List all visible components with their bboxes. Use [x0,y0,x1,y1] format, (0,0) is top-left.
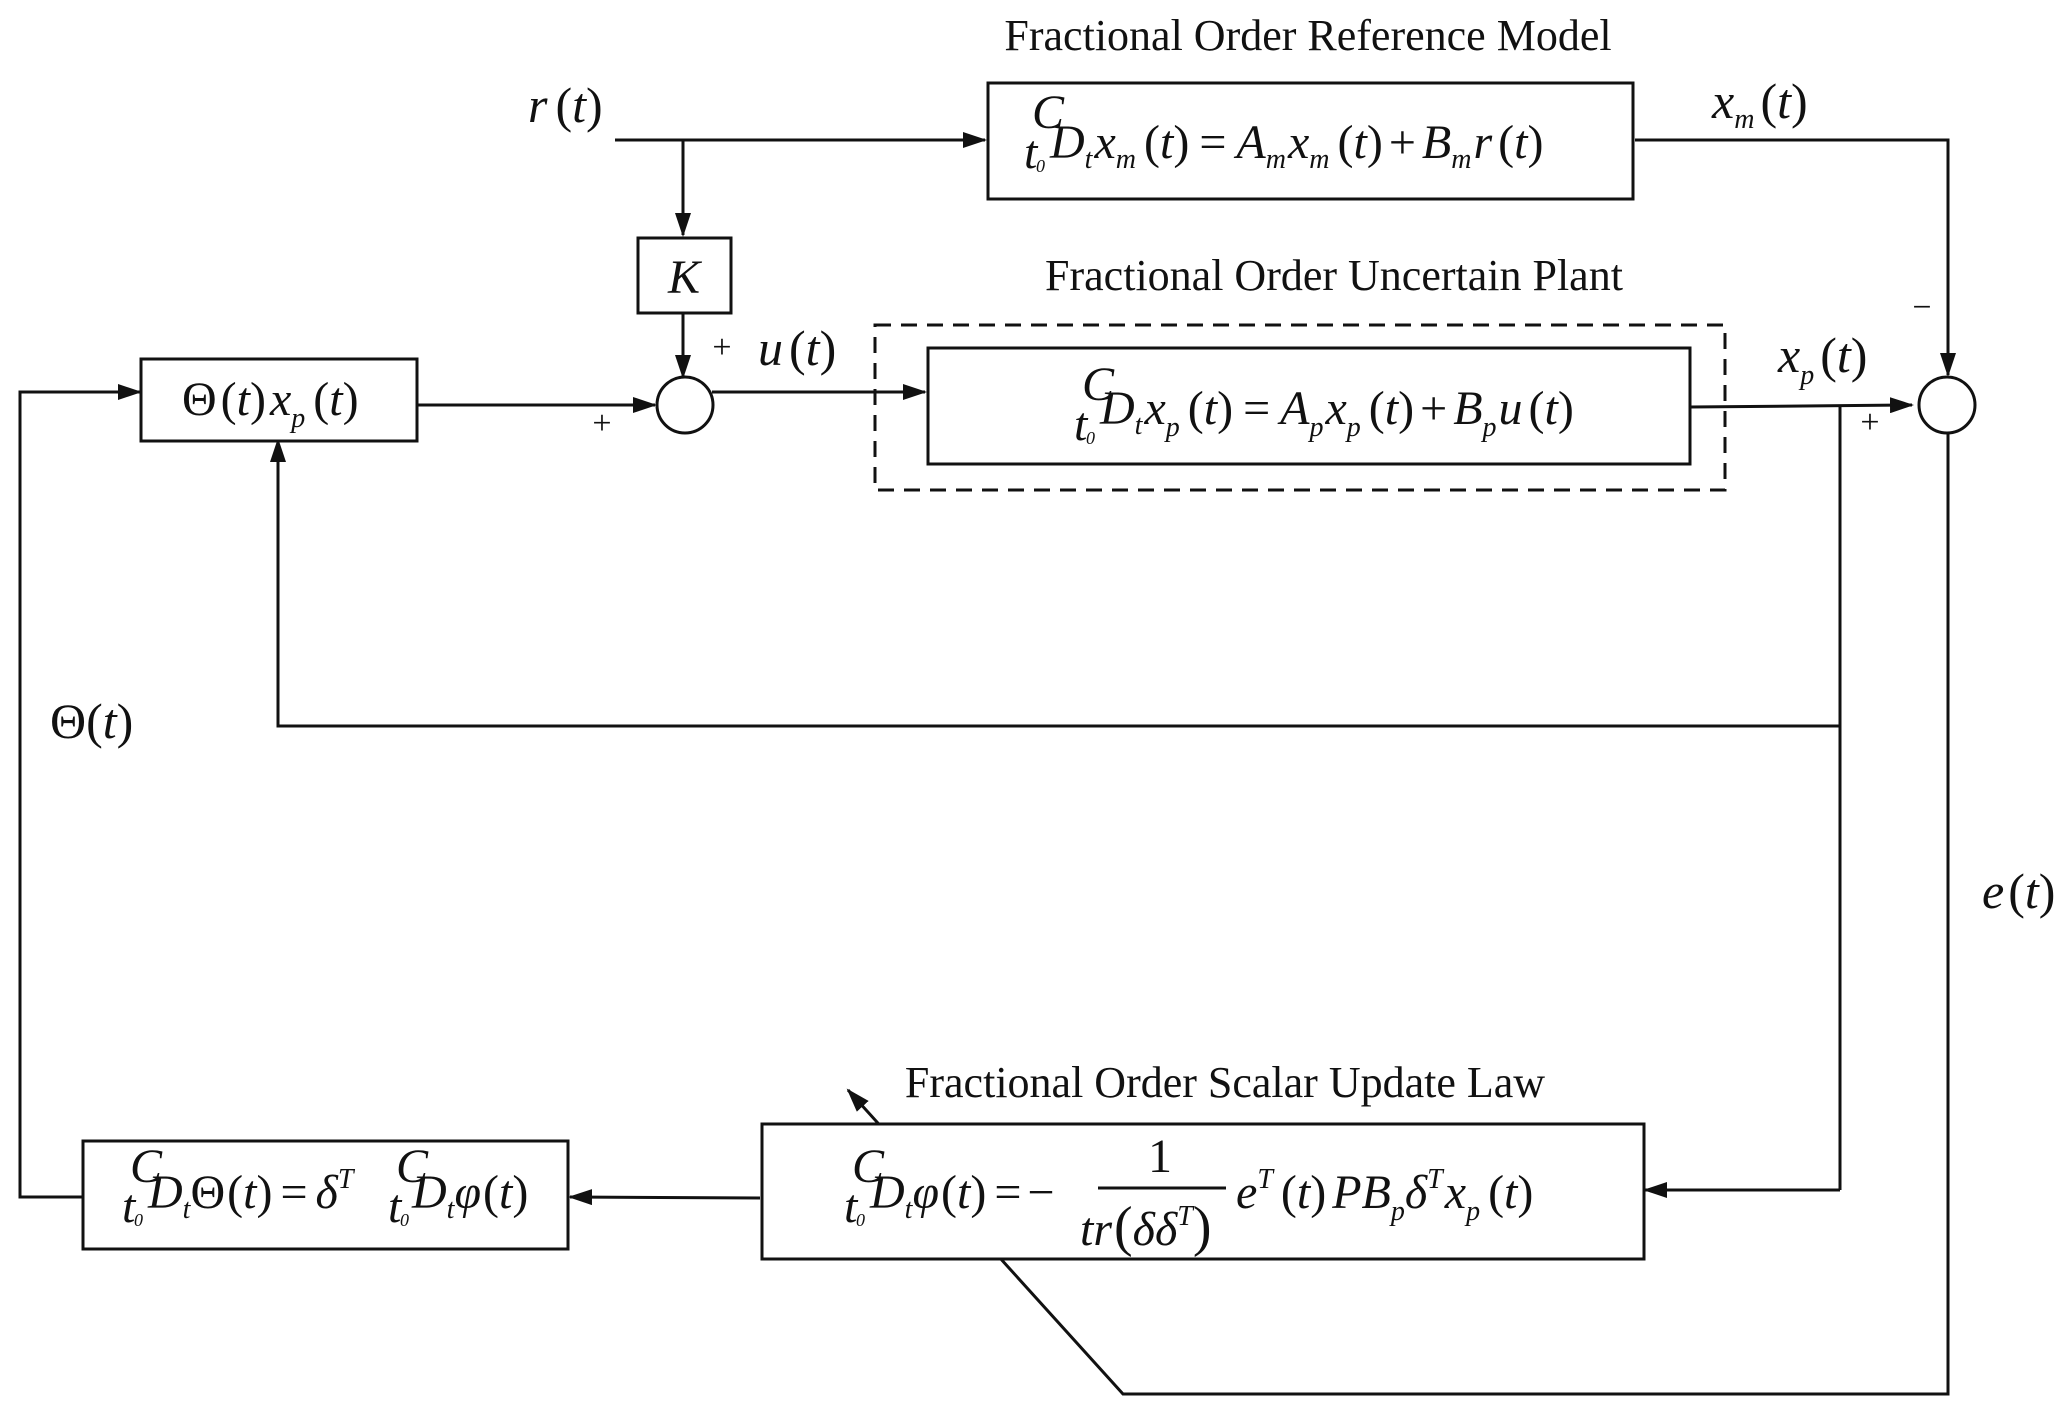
input-summing-junction [655,375,715,435]
theta-dynamics-block [81,1139,570,1251]
update-law-title: Fractional Order Scalar Update Law [905,1058,1545,1107]
svg-text:0: 0 [400,1210,409,1230]
svg-text:t: t [388,1180,403,1233]
svg-text:C: C [852,1140,885,1193]
svg-text:C: C [1032,86,1065,139]
reference-model-equation: C t 0 Dtxm(t)=Amxm(t)+Bmr(t) [1024,86,1543,179]
svg-text:0: 0 [134,1210,143,1230]
theta-signal-label: Θ(t) [50,693,133,749]
svg-text:0: 0 [1036,156,1045,176]
svg-text:C: C [396,1140,429,1193]
plant-to-error-sum-wire [1689,397,1914,414]
error-summing-junction [1917,375,1977,435]
svg-text:t: t [122,1180,137,1233]
svg-text:0: 0 [856,1210,865,1230]
theta-xp-equation: Θ(t)xp(t) [182,373,359,434]
theta-dynamics-equation: C t 0 DtΘ(t)=δT C t 0 Dtφ(t) [122,1140,528,1233]
reference-model-title: Fractional Order Reference Model [1004,11,1611,60]
gain-block [636,236,733,315]
svg-text:Dtxp(t)=Apxp(t)+Bpu(t): Dtxp(t)=Apxp(t)+Bpu(t) [1099,382,1574,443]
svg-text:t: t [1074,398,1089,451]
sum2-xm-sign: − [1912,289,1931,326]
svg-text:C: C [130,1140,163,1193]
svg-text:DtΘ(t)=δT: DtΘ(t)=δT [147,1164,356,1225]
uncertain-plant-equation: C t 0 Dtxp(t)=Apxp(t)+Bpu(t) [1074,358,1574,451]
uncertain-plant-envelope [873,323,1727,492]
xm-signal-label: xm(t) [1711,73,1808,135]
svg-text:Dtφ(t): Dtφ(t) [411,1166,528,1225]
u-signal-label: u(t) [758,320,836,376]
svg-text:eT(t)PBpδTxp(t): eT(t)PBpδTxp(t) [1236,1164,1533,1227]
svg-text:C: C [1082,358,1115,411]
svg-text:tr(δδT): tr(δδT) [1080,1196,1212,1258]
error-signal-label: e(t) [1982,863,2055,919]
r-signal-label: r(t) [528,77,603,133]
svg-text:t: t [1024,126,1039,179]
svg-text:0: 0 [1086,428,1095,448]
update-law-equation: C t 0 Dtφ(t)=− 1 tr(δδT) eT(t)PBpδTxp(t) [844,1130,1533,1258]
gain-label: K [667,251,703,304]
svg-text:Dtφ(t)=−: Dtφ(t)=− [869,1166,1054,1225]
xp-signal-label: xp(t) [1777,327,1867,391]
svg-text:Θ(t)xp(t): Θ(t)xp(t) [182,373,359,434]
xp-to-theta-block-wire [270,438,1840,728]
sum1-theta-sign: + [592,405,611,442]
sum1-k-sign: + [712,329,731,366]
theta-xp-block [139,357,419,443]
update-law-block [760,1122,1646,1261]
uncertain-plant-title: Fractional Order Uncertain Plant [1045,251,1623,300]
svg-text:1: 1 [1148,1130,1172,1183]
svg-text:t: t [844,1180,859,1233]
sum2-xp-sign: + [1860,404,1879,441]
theta-feedback-wire [18,384,142,1199]
uncertain-plant-block [926,346,1692,466]
reference-to-error-sum-wire [1635,138,1956,377]
update-law-to-theta-dynamics-wire [568,1189,761,1206]
svg-text:Dtxm(t)=Amxm(t)+Bmr(t): Dtxm(t)=Amxm(t)+Bmr(t) [1049,116,1543,175]
reference-model-block [986,81,1635,201]
